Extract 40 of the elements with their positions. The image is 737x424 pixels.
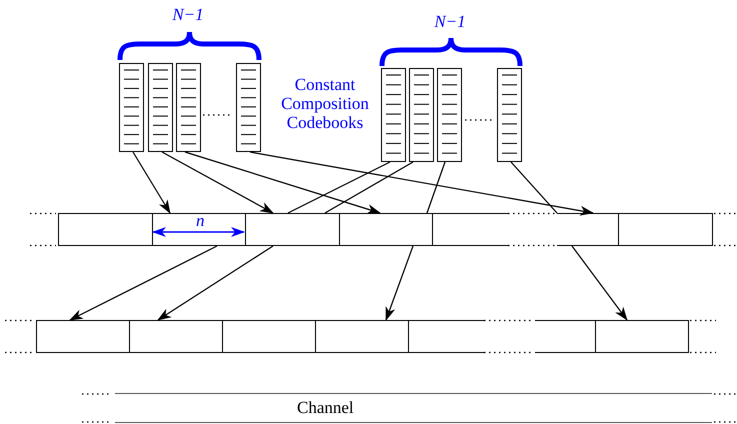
block-box	[222, 320, 316, 353]
arrow	[184, 151, 381, 214]
block-box	[618, 213, 713, 246]
arrow	[157, 246, 274, 321]
connector-line	[288, 161, 390, 214]
block-box	[152, 213, 246, 246]
arrow	[162, 151, 274, 214]
codebook-box	[176, 63, 201, 152]
count-label: N−1	[433, 12, 467, 31]
connector-line	[426, 162, 446, 214]
arrow	[572, 246, 628, 321]
arrow	[69, 245, 218, 321]
codebook-box	[119, 63, 144, 152]
block-box	[535, 320, 596, 353]
arrow	[385, 246, 414, 321]
count-label: N−1	[171, 5, 205, 24]
dimension-label: n	[196, 211, 204, 230]
block-box	[129, 320, 223, 353]
arrow	[132, 152, 171, 214]
block-box	[36, 320, 130, 353]
channel-band	[115, 393, 712, 423]
arrow	[250, 151, 594, 216]
codebook-box	[236, 63, 261, 152]
codebook-box	[148, 63, 173, 152]
block-box	[339, 213, 433, 246]
block-box	[595, 320, 689, 353]
block-box	[432, 213, 508, 246]
connector-line	[324, 161, 414, 214]
codebook-box	[381, 68, 406, 162]
block-box	[58, 213, 153, 246]
connector-line	[510, 162, 558, 214]
codebook-box	[437, 68, 462, 162]
codebook-box	[497, 68, 522, 162]
block-box	[408, 320, 484, 353]
block-box	[245, 213, 340, 246]
channel-label: Channel	[297, 398, 354, 417]
codebook-box	[409, 68, 434, 162]
block-box	[315, 320, 409, 353]
group-caption: Constant Composition Codebooks	[280, 75, 370, 132]
block-box	[557, 213, 619, 246]
